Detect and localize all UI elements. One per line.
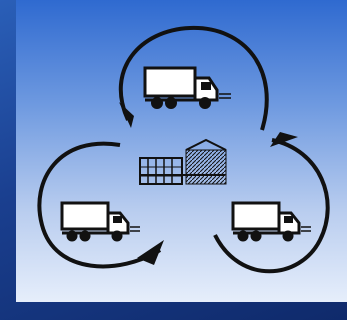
- truck-icon-left: [62, 203, 140, 242]
- truck-icon-right: [233, 203, 311, 242]
- warehouse-icon: [140, 140, 226, 184]
- arrowhead-top: [119, 102, 134, 128]
- truck-icon-top: [145, 68, 231, 109]
